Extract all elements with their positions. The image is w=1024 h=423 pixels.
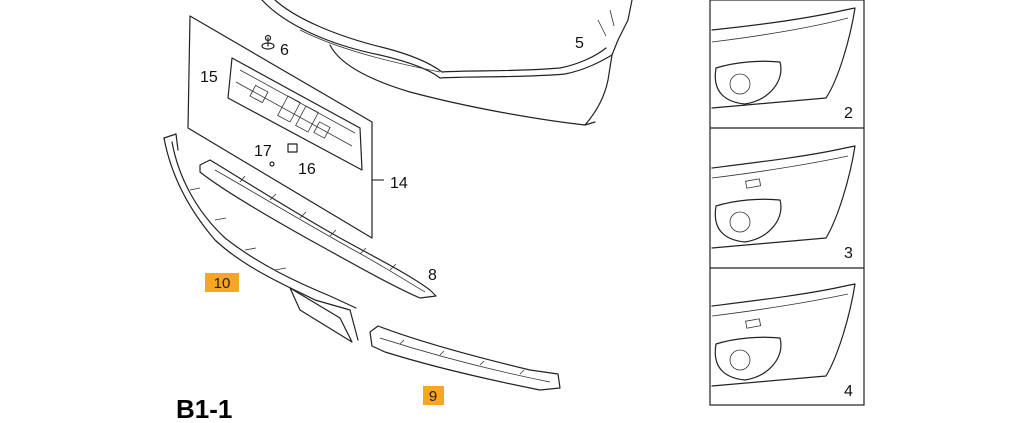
side-molding-part xyxy=(369,325,561,391)
callout-15: 15 xyxy=(200,69,218,86)
callout-14: 14 xyxy=(390,175,408,192)
callout-10[interactable]: 10 xyxy=(214,275,231,292)
callout-17: 17 xyxy=(254,143,272,160)
callout-5: 5 xyxy=(575,35,584,52)
variant-panel-3[interactable]: 3 xyxy=(711,145,856,262)
callout-10-highlight xyxy=(205,273,239,292)
lower-molding-part xyxy=(163,133,359,343)
bumper-fascia-part xyxy=(261,0,633,126)
variant-panel-2[interactable]: 2 xyxy=(711,7,856,122)
callout-9-highlight xyxy=(423,386,444,405)
center-molding-part xyxy=(199,159,437,299)
variant-panels: 2 3 4 xyxy=(709,0,865,406)
callout-16: 16 xyxy=(298,161,316,178)
license-plate-bracket-part xyxy=(187,15,384,239)
callout-6: 6 xyxy=(280,42,289,59)
variant-panel-4[interactable]: 4 xyxy=(711,283,856,400)
diagram-reference-code: B1-1 xyxy=(176,394,232,423)
screw-fastener-part xyxy=(261,34,275,50)
callout-9[interactable]: 9 xyxy=(429,388,437,405)
callout-8: 8 xyxy=(428,267,437,284)
variant-panel-4-number: 4 xyxy=(844,383,853,400)
variant-panel-2-number: 2 xyxy=(844,105,853,122)
variant-panel-3-number: 3 xyxy=(844,245,853,262)
clip-fastener-part xyxy=(269,143,298,167)
